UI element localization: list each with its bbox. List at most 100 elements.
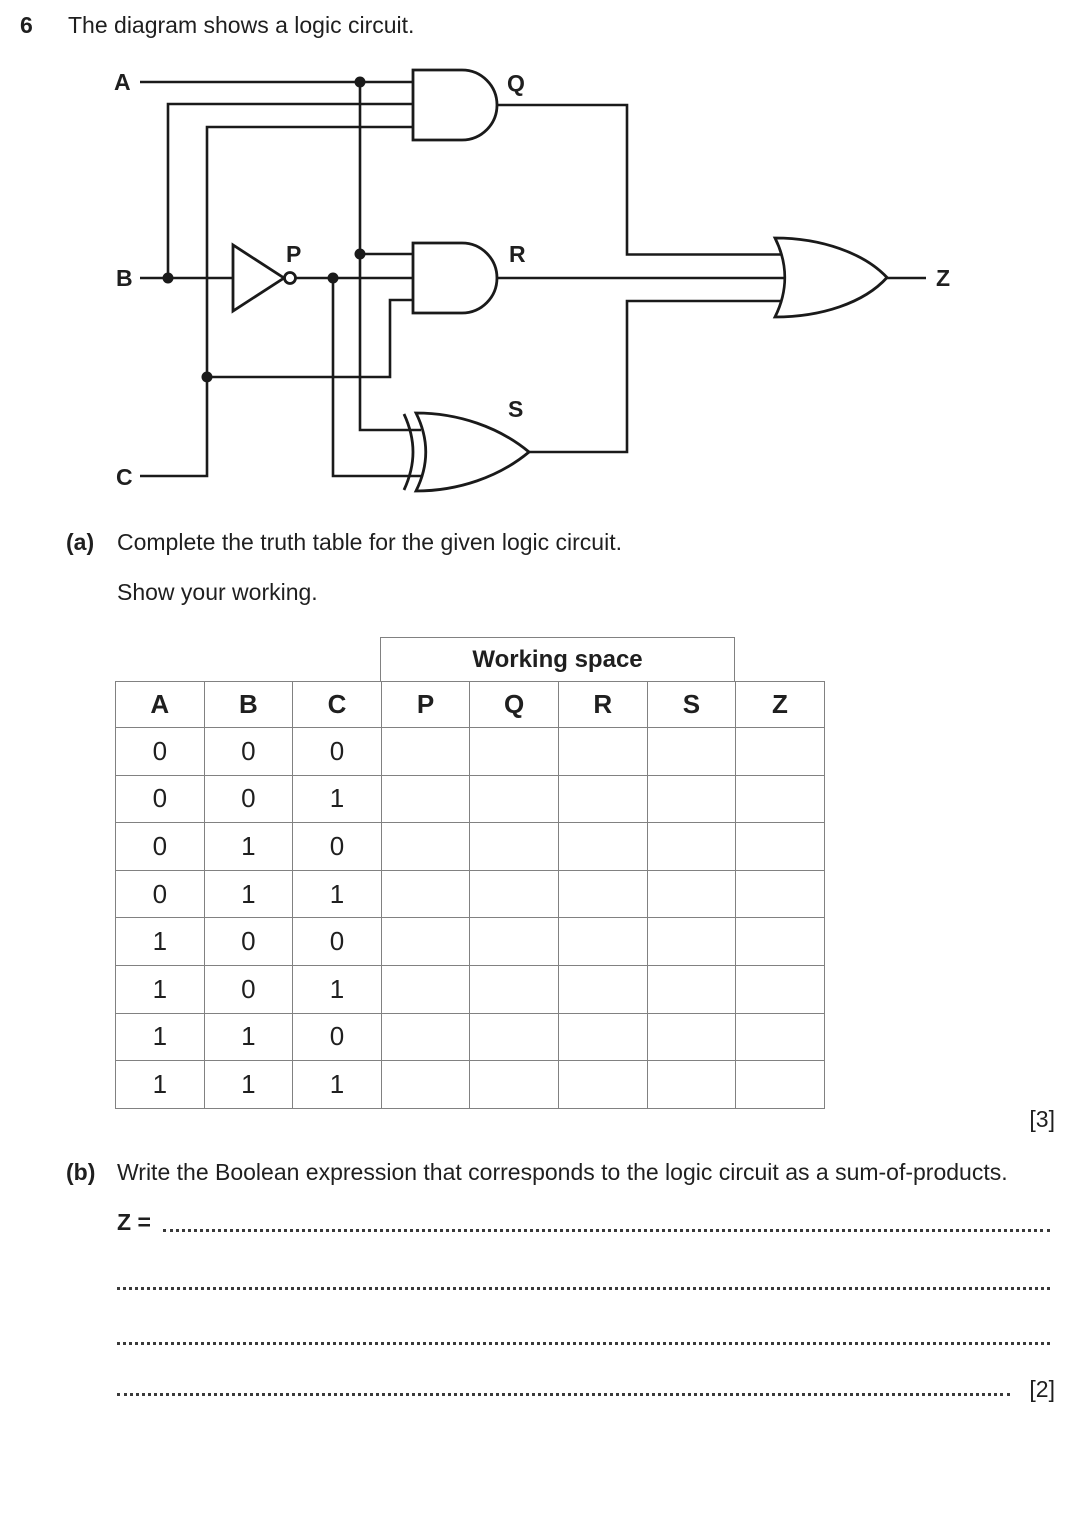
part-a-prompt: Complete the truth table for the given l… bbox=[117, 529, 622, 555]
wire-a-branch-to-xor bbox=[358, 82, 421, 432]
answer-cell bbox=[380, 774, 471, 824]
cell-c: 1 bbox=[292, 774, 382, 824]
or-gate bbox=[772, 236, 889, 319]
cell-b: 0 bbox=[203, 774, 294, 824]
xor-gate-back-curve bbox=[402, 413, 415, 491]
answer-cell bbox=[646, 1060, 737, 1109]
cell-c: 1 bbox=[292, 1060, 382, 1109]
answer-cell bbox=[646, 869, 737, 919]
not-gate-bubble bbox=[283, 271, 297, 285]
part-b-prompt: Write the Boolean expression that corres… bbox=[117, 1159, 1008, 1185]
answer-cell bbox=[380, 822, 471, 871]
answer-cell bbox=[469, 774, 559, 824]
col-header-c: C bbox=[292, 681, 382, 728]
answer-cell bbox=[380, 869, 471, 919]
cell-c: 0 bbox=[292, 727, 382, 776]
answer-line bbox=[117, 1393, 1010, 1396]
cell-a: 1 bbox=[115, 1012, 205, 1062]
table-row: 1 0 1 bbox=[115, 964, 825, 1014]
junction-dot bbox=[327, 272, 339, 284]
answer-cell bbox=[735, 917, 825, 966]
cell-b: 1 bbox=[203, 869, 294, 919]
not-gate bbox=[231, 242, 287, 314]
answer-cell bbox=[557, 1060, 648, 1109]
wire-q-to-or bbox=[495, 103, 785, 256]
part-a-marks: [3] bbox=[1029, 1106, 1055, 1132]
truth-table-header-row: A B C P Q R S Z bbox=[115, 681, 825, 728]
cell-b: 1 bbox=[203, 822, 294, 871]
cell-a: 0 bbox=[115, 869, 205, 919]
col-header-r: R bbox=[557, 681, 648, 728]
cell-b: 0 bbox=[203, 964, 294, 1014]
xor-gate bbox=[413, 411, 532, 493]
cell-a: 1 bbox=[115, 917, 205, 966]
cell-a: 0 bbox=[115, 774, 205, 824]
answer-cell bbox=[735, 869, 825, 919]
answer-cell bbox=[735, 774, 825, 824]
answer-cell bbox=[380, 1012, 471, 1062]
table-row: 0 1 1 bbox=[115, 869, 825, 919]
cell-b: 0 bbox=[203, 917, 294, 966]
answer-cell bbox=[557, 727, 648, 776]
label-output-z: Z bbox=[936, 265, 950, 291]
answer-line bbox=[163, 1229, 1050, 1232]
answer-cell bbox=[735, 1060, 825, 1109]
table-row: 1 1 1 bbox=[115, 1060, 825, 1109]
answer-cell bbox=[646, 1012, 737, 1062]
wire-s-to-or bbox=[529, 299, 785, 454]
truth-table: A B C P Q R S Z 0 0 0 0 0 1 0 1 0 0 1 1 bbox=[115, 681, 825, 1109]
col-header-p: P bbox=[380, 681, 471, 728]
col-header-b: B bbox=[203, 681, 294, 728]
cell-b: 1 bbox=[203, 1012, 294, 1062]
part-b-marks: [2] bbox=[1029, 1376, 1055, 1402]
table-row: 0 1 0 bbox=[115, 822, 825, 871]
answer-cell bbox=[646, 774, 737, 824]
answer-cell bbox=[735, 1012, 825, 1062]
cell-c: 1 bbox=[292, 964, 382, 1014]
answer-cell bbox=[557, 774, 648, 824]
wire-c-branch-to-and-r bbox=[207, 298, 418, 379]
table-row: 0 0 1 bbox=[115, 774, 825, 824]
label-input-c: C bbox=[116, 464, 133, 490]
question-intro: The diagram shows a logic circuit. bbox=[68, 12, 415, 38]
answer-cell bbox=[469, 822, 559, 871]
cell-c: 1 bbox=[292, 869, 382, 919]
col-header-q: Q bbox=[469, 681, 559, 728]
label-input-b: B bbox=[116, 265, 133, 291]
answer-cell bbox=[557, 869, 648, 919]
answer-prefix-z: Z = bbox=[117, 1209, 151, 1235]
part-a-instruction: Show your working. bbox=[117, 579, 318, 605]
cell-a: 0 bbox=[115, 822, 205, 871]
answer-cell bbox=[469, 1060, 559, 1109]
answer-cell bbox=[469, 869, 559, 919]
working-space-label: Working space bbox=[472, 646, 643, 673]
junction-dot bbox=[201, 371, 213, 383]
answer-line bbox=[117, 1342, 1050, 1345]
answer-cell bbox=[469, 917, 559, 966]
col-header-a: A bbox=[115, 681, 205, 728]
answer-cell bbox=[380, 917, 471, 966]
cell-c: 0 bbox=[292, 1012, 382, 1062]
wire-p-branch-to-xor bbox=[331, 278, 421, 478]
cell-c: 0 bbox=[292, 822, 382, 871]
col-header-z: Z bbox=[735, 681, 825, 728]
answer-cell bbox=[646, 727, 737, 776]
cell-a: 0 bbox=[115, 727, 205, 776]
cell-a: 1 bbox=[115, 964, 205, 1014]
question-number: 6 bbox=[20, 12, 33, 38]
cell-b: 0 bbox=[203, 727, 294, 776]
table-row: 0 0 0 bbox=[115, 727, 825, 776]
junction-dot bbox=[354, 76, 366, 88]
answer-cell bbox=[735, 822, 825, 871]
wire-input-c bbox=[140, 125, 418, 478]
junction-dot bbox=[162, 272, 174, 284]
answer-cell bbox=[557, 917, 648, 966]
label-r: R bbox=[509, 241, 526, 267]
answer-cell bbox=[646, 822, 737, 871]
answer-cell bbox=[380, 727, 471, 776]
part-b-label: (b) bbox=[66, 1159, 96, 1185]
and-gate-q bbox=[411, 68, 499, 142]
answer-cell bbox=[557, 964, 648, 1014]
label-p: P bbox=[286, 241, 301, 267]
part-a-label: (a) bbox=[66, 529, 95, 555]
